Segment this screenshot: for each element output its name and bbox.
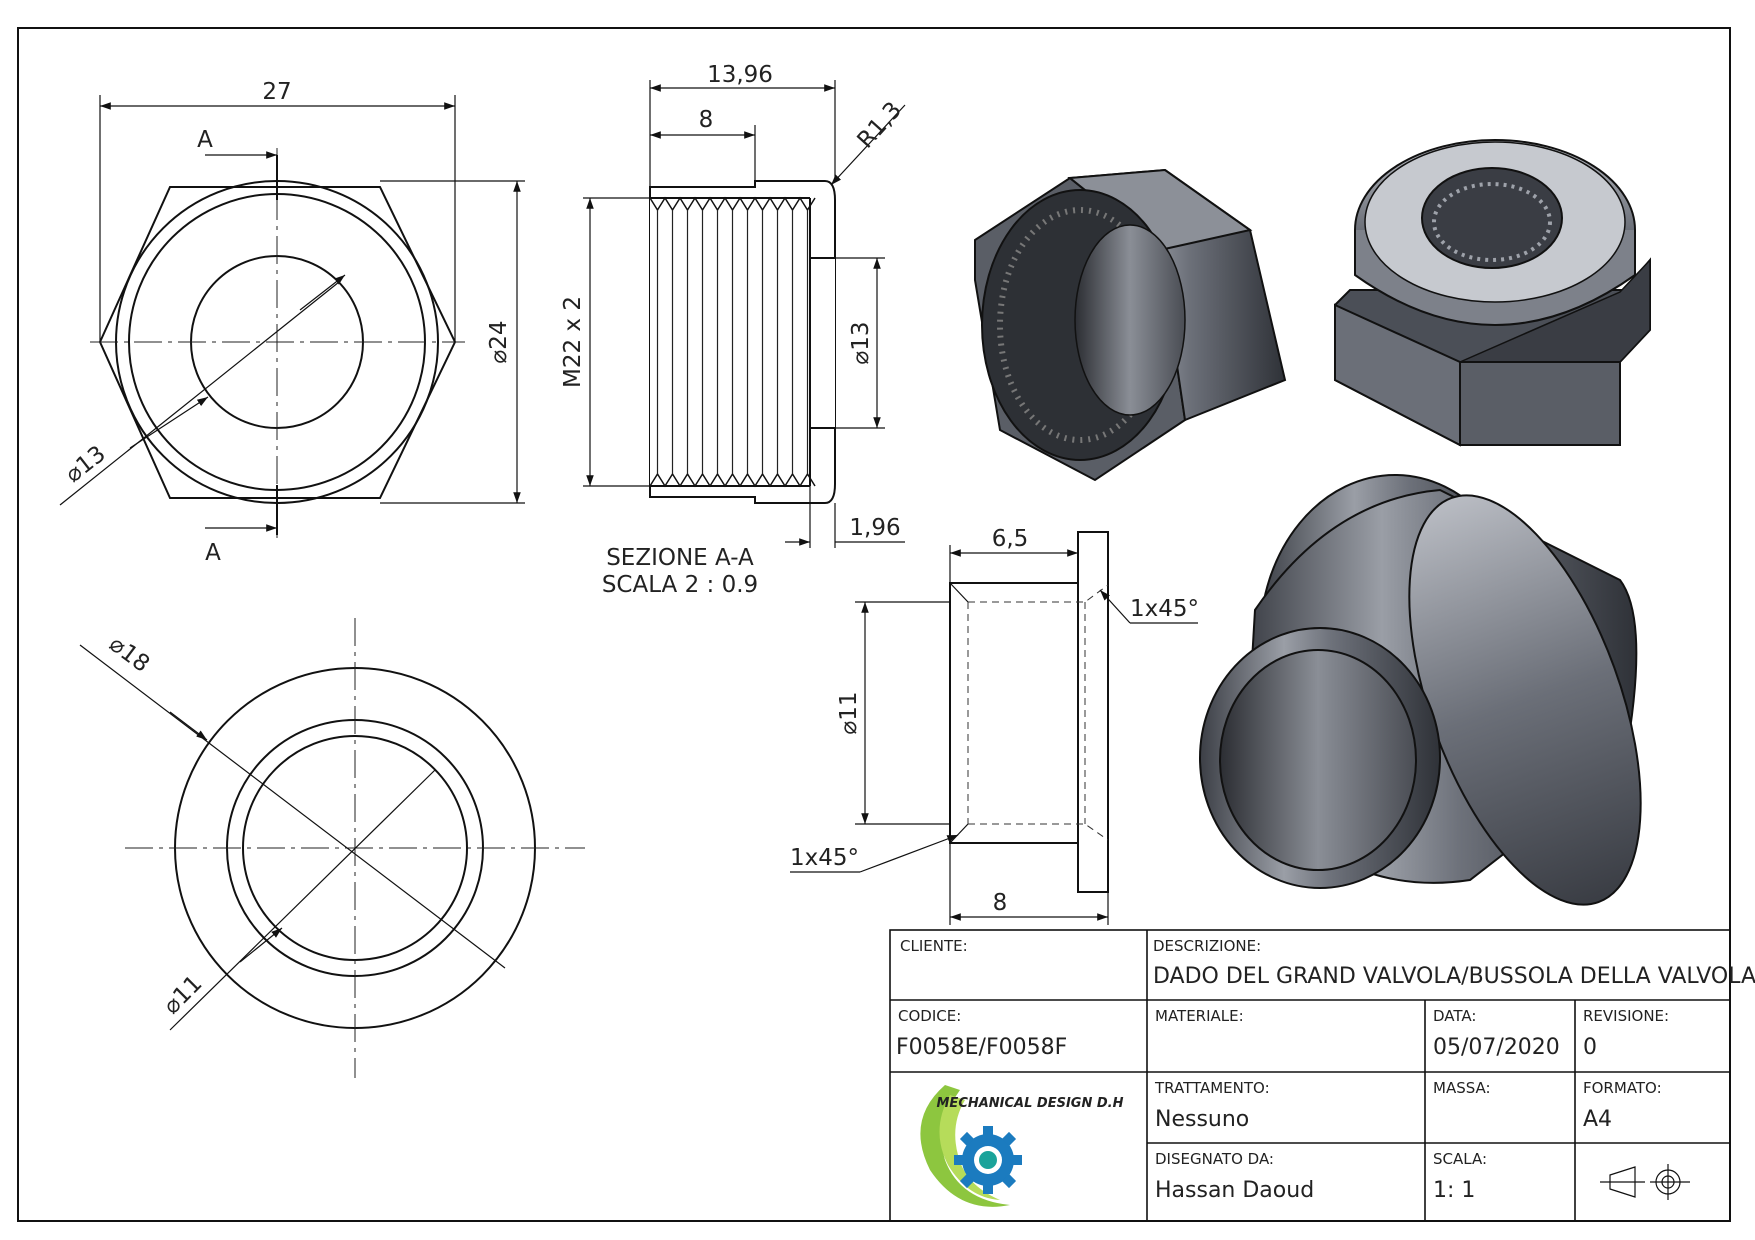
dim-fillet-radius: R1,3 [853,97,907,153]
massa-label: MASSA: [1433,1079,1491,1097]
materiale-label: MATERIALE: [1155,1007,1244,1025]
section-mark-top: A [197,127,213,153]
section-view: 13,96 8 R1,3 M22 x 2 ⌀13 1,96 SEZIONE A-… [560,62,907,598]
dim-bushing-length: 8 [993,890,1008,916]
data-label: DATA: [1433,1007,1476,1025]
disegnato-label: DISEGNATO DA: [1155,1150,1274,1168]
dim-outer-diameter: ⌀24 [486,320,512,363]
iso-bushing-render [1199,474,1642,906]
dim-thread-spec: M22 x 2 [560,296,586,388]
thread-profile [649,196,816,488]
title-block: CLIENTE: DESCRIZIONE: DADO DEL GRAND VAL… [889,929,1755,1222]
bushing-profile [949,531,1109,893]
bushing-end-view: ⌀18 ⌀11 [79,618,585,1078]
dim-sleeve-bore: ⌀11 [836,691,862,734]
logo-text: MECHANICAL DESIGN D.H [937,1096,1124,1111]
company-logo: MECHANICAL DESIGN D.H [920,1085,1124,1207]
section-mark-bottom: A [205,540,221,566]
codice-value: F0058E/F0058F [896,1035,1067,1060]
thread-region [650,198,810,486]
descrizione-value: DADO DEL GRAND VALVOLA/BUSSOLA DELLA VAL… [1153,964,1755,989]
dim-section-bore: ⌀13 [848,321,874,364]
trattamento-label: TRATTAMENTO: [1154,1079,1270,1097]
revisione-label: REVISIONE: [1583,1007,1669,1025]
dim-sleeve-length: 6,5 [992,526,1029,552]
iso-nut-render-2 [1334,139,1651,447]
dim-bushing-inner: ⌀11 [159,971,208,1020]
sheet-border [17,27,1731,1222]
section-body [649,180,836,504]
bushing-side-view: 6,5 1x45° ⌀11 1x45° 8 [790,526,1199,925]
disegnato-value: Hassan Daoud [1155,1178,1314,1203]
dim-total-length: 13,96 [707,62,773,88]
section-caption: SEZIONE A-A [606,545,754,571]
dim-bushing-outer: ⌀18 [104,631,154,678]
dim-chamfer-top: 1x45° [1130,596,1199,622]
dim-thread-length: 8 [699,107,714,133]
scala-value: 1: 1 [1433,1178,1475,1203]
dim-wall: 1,96 [849,515,900,541]
codice-label: CODICE: [898,1007,961,1025]
data-value: 05/07/2020 [1433,1035,1560,1060]
dim-chamfer-bottom: 1x45° [790,845,859,871]
iso-nut-render-1 [974,168,1287,482]
dim-front-bore: ⌀13 [61,441,111,488]
descrizione-label: DESCRIZIONE: [1153,937,1261,955]
scala-label: SCALA: [1433,1150,1487,1168]
cliente-label: CLIENTE: [900,937,968,955]
front-view: A A 27 ⌀24 ⌀13 [59,79,525,566]
trattamento-value: Nessuno [1155,1107,1249,1132]
dim-hex-width: 27 [262,79,291,105]
projection-symbol-icon [1600,1164,1690,1200]
section-scale: SCALA 2 : 0.9 [602,572,758,598]
formato-label: FORMATO: [1583,1079,1662,1097]
formato-value: A4 [1583,1107,1612,1132]
revisione-value: 0 [1583,1035,1597,1060]
